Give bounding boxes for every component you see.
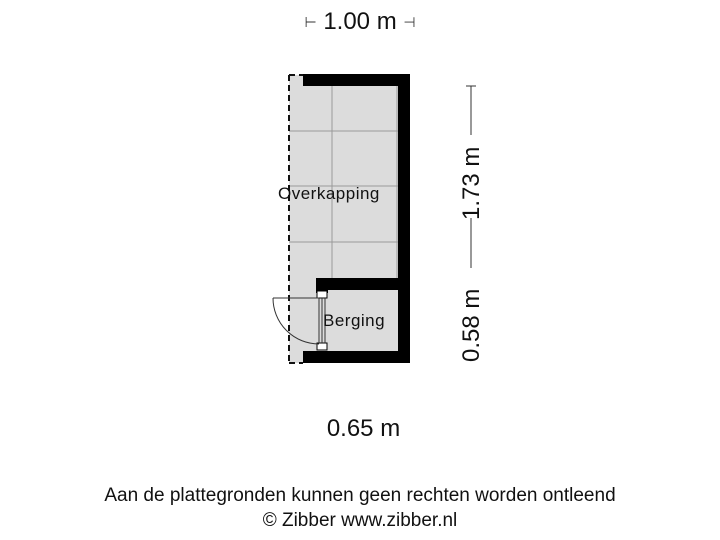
room-label-overkapping: Overkapping (278, 184, 380, 203)
room-label-berging: Berging (323, 311, 386, 330)
top-dimension: ⊢ 1.00 m ⊣ (0, 8, 720, 36)
disclaimer-text: Aan de plattegronden kunnen geen rechten… (104, 485, 616, 506)
floor-grid (289, 86, 398, 278)
dimension-tick-right-icon: ⊣ (403, 14, 416, 31)
berging-door[interactable] (272, 297, 326, 345)
copyright-text: © Zibber www.zibber.nl (262, 510, 458, 531)
walls (303, 74, 410, 363)
door-swing-arc (272, 297, 320, 345)
dimension-tick-left-icon: ⊢ (304, 14, 317, 31)
right-wall (398, 74, 410, 363)
overkapping-floor (289, 75, 399, 363)
open-side-dashed-line (288, 74, 303, 364)
door-jamb-top (316, 290, 328, 299)
bottom-dimension: 0.65 m (326, 415, 401, 442)
berging-top-wall (316, 278, 410, 290)
right-dimension-lines (466, 85, 476, 268)
top-wall (303, 74, 410, 86)
berging-left-wall-upper (316, 278, 328, 293)
right-dimension-upper: 1.73 m (458, 146, 485, 220)
bottom-wall (303, 351, 410, 363)
right-dimension-lower: 0.58 m (458, 288, 485, 362)
top-dimension-label: 1.00 m (323, 8, 397, 35)
